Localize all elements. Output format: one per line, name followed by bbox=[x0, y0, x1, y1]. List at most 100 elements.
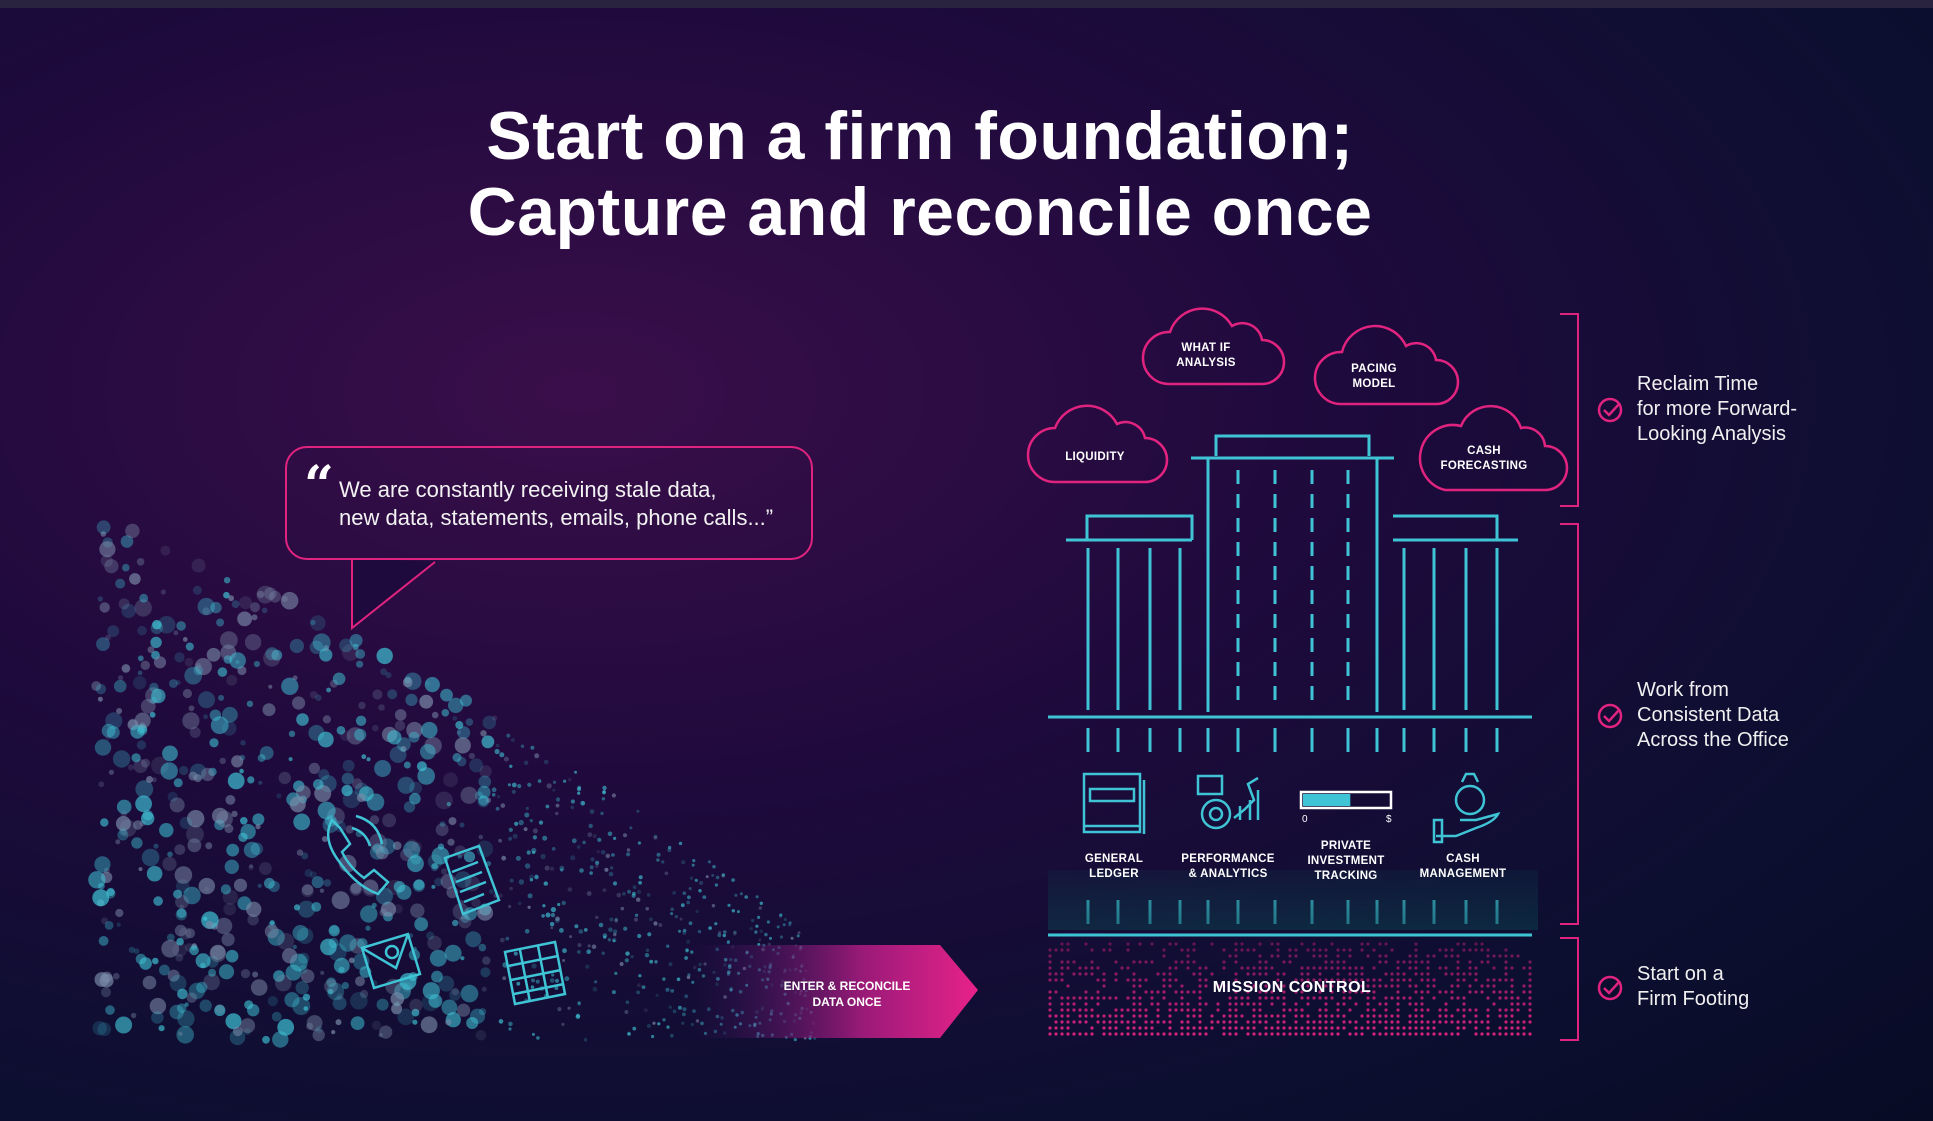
stipple-dot bbox=[1504, 1014, 1508, 1018]
stipple-dot bbox=[1390, 984, 1394, 988]
particle bbox=[101, 917, 108, 925]
particle bbox=[289, 638, 304, 654]
particle bbox=[115, 908, 124, 918]
stipple-dot bbox=[1270, 990, 1274, 994]
particle bbox=[182, 688, 192, 699]
stipple-dot bbox=[1480, 942, 1484, 946]
stipple-dot bbox=[1426, 972, 1430, 976]
stipple-dot bbox=[1474, 1008, 1478, 1012]
particle bbox=[300, 969, 315, 983]
particle bbox=[636, 809, 640, 813]
stipple-dot bbox=[1144, 990, 1148, 994]
particle bbox=[147, 646, 155, 654]
particle bbox=[424, 737, 442, 755]
stipple-dot bbox=[1516, 1008, 1520, 1012]
particle bbox=[563, 779, 567, 783]
stipple-dot bbox=[1492, 978, 1496, 982]
particle bbox=[105, 734, 112, 741]
check-circle-icons bbox=[1597, 397, 1623, 1001]
particle bbox=[223, 902, 236, 916]
particle bbox=[567, 1006, 571, 1010]
quote-text: We are constantly receiving stale data, … bbox=[339, 476, 773, 532]
stipple-dot bbox=[1330, 1026, 1334, 1030]
stipple-dot bbox=[1312, 1032, 1316, 1036]
stipple-dot bbox=[1060, 1026, 1064, 1030]
particle bbox=[199, 999, 212, 1012]
particle bbox=[577, 1002, 581, 1006]
stipple-dot bbox=[1264, 990, 1268, 994]
particle bbox=[613, 836, 617, 841]
stipple-dot bbox=[1420, 1020, 1424, 1024]
module-label-general-ledger: GENERAL LEDGER bbox=[1064, 852, 1164, 882]
stipple-dot bbox=[1486, 984, 1490, 988]
module-label-line: GENERAL bbox=[1084, 853, 1144, 865]
stipple-dot bbox=[1150, 1026, 1154, 1030]
stipple-dot bbox=[1354, 1026, 1358, 1030]
particle bbox=[149, 682, 159, 693]
stipple-dot bbox=[1054, 1026, 1058, 1030]
stipple-dot bbox=[1126, 948, 1130, 952]
stipple-dot bbox=[1234, 1008, 1238, 1012]
stipple-dot bbox=[1504, 1020, 1508, 1024]
stipple-dot bbox=[1276, 1026, 1280, 1030]
stipple-dot bbox=[1294, 1014, 1298, 1018]
stipple-dot bbox=[1372, 996, 1376, 1000]
stipple-dot bbox=[1366, 990, 1370, 994]
stipple-dot bbox=[1258, 990, 1262, 994]
stipple-dot bbox=[1186, 960, 1190, 964]
particle bbox=[371, 902, 377, 909]
particle bbox=[662, 1018, 666, 1022]
stipple-dot bbox=[1366, 996, 1370, 1000]
particle bbox=[392, 841, 402, 850]
particle bbox=[651, 1034, 655, 1039]
stipple-dot bbox=[1156, 1032, 1160, 1036]
particle bbox=[570, 799, 576, 804]
particle bbox=[243, 841, 260, 859]
stipple-dot bbox=[1498, 1032, 1502, 1036]
particle bbox=[649, 959, 654, 964]
stipple-dot bbox=[1192, 960, 1196, 964]
particle bbox=[569, 935, 573, 939]
stipple-dot bbox=[1408, 1026, 1412, 1030]
stipple-dot bbox=[1168, 1026, 1172, 1030]
stipple-dot bbox=[1204, 984, 1208, 988]
particle bbox=[195, 953, 211, 969]
particle bbox=[457, 854, 462, 859]
stipple-dot bbox=[1102, 996, 1106, 1000]
stipple-dot bbox=[1282, 990, 1286, 994]
stipple-dot bbox=[1396, 1020, 1400, 1024]
stipple-dot bbox=[1264, 966, 1268, 970]
stipple-dot bbox=[1330, 960, 1334, 964]
particle bbox=[339, 638, 353, 653]
particle bbox=[223, 591, 230, 599]
stipple-dot bbox=[1336, 960, 1340, 964]
stipple-dot bbox=[1048, 948, 1052, 952]
particle bbox=[542, 835, 548, 841]
particle bbox=[403, 841, 421, 859]
particle bbox=[98, 936, 109, 946]
stipple-dot bbox=[1174, 978, 1178, 982]
particle bbox=[382, 813, 396, 828]
particle bbox=[666, 1025, 670, 1029]
stipple-dot bbox=[1378, 1014, 1382, 1018]
stipple-dot bbox=[1426, 1008, 1430, 1012]
stipple-dot bbox=[1144, 960, 1148, 964]
particle bbox=[133, 759, 148, 774]
particle bbox=[551, 847, 556, 851]
particle bbox=[439, 821, 446, 827]
stipple-dot bbox=[1360, 966, 1364, 970]
stipple-dot bbox=[1204, 978, 1208, 982]
stipple-dot bbox=[1060, 1008, 1064, 1012]
particle bbox=[407, 855, 424, 873]
particle bbox=[141, 848, 160, 867]
particle bbox=[225, 795, 236, 805]
particle bbox=[292, 925, 309, 941]
stipple-dot bbox=[1330, 1032, 1334, 1036]
stipple-dot bbox=[1426, 1026, 1430, 1030]
particle bbox=[434, 877, 443, 887]
particle bbox=[549, 921, 555, 927]
stipple-dot bbox=[1114, 1008, 1118, 1012]
particle bbox=[327, 988, 334, 995]
stipple-dot bbox=[1186, 948, 1190, 952]
building-illustration bbox=[1048, 434, 1532, 719]
